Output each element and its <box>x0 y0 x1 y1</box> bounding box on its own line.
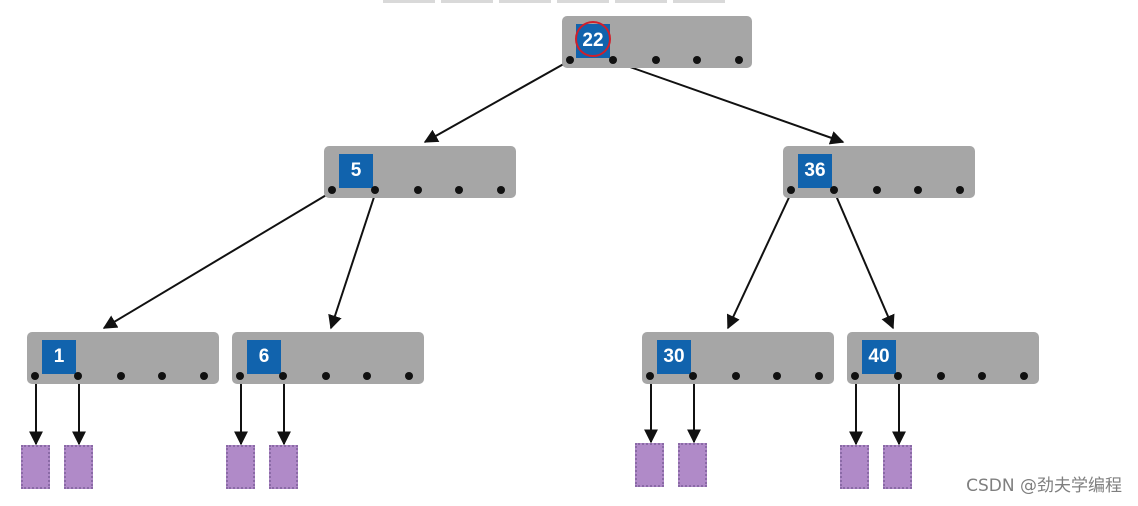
node-key: 22 <box>576 24 610 58</box>
edge-5-to-6 <box>328 190 377 330</box>
pointer-dot <box>1020 372 1028 380</box>
pointer-dot <box>830 186 838 194</box>
pointer-dot <box>609 56 617 64</box>
node-key: 1 <box>42 340 76 374</box>
pointer-dot <box>693 56 701 64</box>
pointer-dot <box>773 372 781 380</box>
data-leaf <box>883 445 912 489</box>
node-key: 5 <box>339 154 373 188</box>
pointer-dot <box>371 186 379 194</box>
pointer-dot <box>978 372 986 380</box>
data-leaf <box>21 445 50 489</box>
top-tab <box>499 0 551 3</box>
node-36: 36 <box>783 146 975 198</box>
node-root: 22 <box>562 16 752 68</box>
node-40: 40 <box>847 332 1039 384</box>
node-key: 6 <box>247 340 281 374</box>
pointer-dot <box>497 186 505 194</box>
data-leaf <box>64 445 93 489</box>
pointer-dot <box>363 372 371 380</box>
top-tab <box>441 0 493 3</box>
pointer-dot <box>279 372 287 380</box>
pointer-dot <box>414 186 422 194</box>
pointer-dot <box>735 56 743 64</box>
data-leaf <box>678 443 707 487</box>
pointer-dot <box>914 186 922 194</box>
pointer-dot <box>732 372 740 380</box>
edge-root-to-5 <box>423 60 570 143</box>
pointer-dot <box>815 372 823 380</box>
edge-5-to-1 <box>102 190 334 329</box>
edge-36-to-30 <box>726 190 793 330</box>
pointer-dot <box>566 56 574 64</box>
pointer-dot <box>851 372 859 380</box>
data-leaf <box>840 445 869 489</box>
watermark: CSDN @劲夫学编程 <box>966 476 1122 496</box>
node-1: 1 <box>27 332 219 384</box>
node-key: 40 <box>862 340 896 374</box>
node-key: 36 <box>798 154 832 188</box>
pointer-dot <box>328 186 336 194</box>
edge-36-to-40 <box>833 190 895 330</box>
node-key: 30 <box>657 340 691 374</box>
top-tab <box>615 0 667 3</box>
data-leaf <box>635 443 664 487</box>
pointer-dot <box>405 372 413 380</box>
pointer-dot <box>158 372 166 380</box>
edge-root-to-36 <box>612 60 845 145</box>
pointer-dot <box>646 372 654 380</box>
data-leaf <box>226 445 255 489</box>
pointer-dot <box>322 372 330 380</box>
pointer-dot <box>31 372 39 380</box>
pointer-dot <box>200 372 208 380</box>
pointer-dot <box>117 372 125 380</box>
pointer-dot <box>937 372 945 380</box>
pointer-dot <box>74 372 82 380</box>
node-6: 6 <box>232 332 424 384</box>
node-30: 30 <box>642 332 834 384</box>
pointer-dot <box>787 186 795 194</box>
node-5: 5 <box>324 146 516 198</box>
data-leaf <box>269 445 298 489</box>
top-tab <box>557 0 609 3</box>
pointer-dot <box>956 186 964 194</box>
top-tab <box>673 0 725 3</box>
pointer-dot <box>894 372 902 380</box>
top-tab <box>383 0 435 3</box>
pointer-dot <box>652 56 660 64</box>
pointer-dot <box>236 372 244 380</box>
pointer-dot <box>455 186 463 194</box>
pointer-dot <box>689 372 697 380</box>
pointer-dot <box>873 186 881 194</box>
